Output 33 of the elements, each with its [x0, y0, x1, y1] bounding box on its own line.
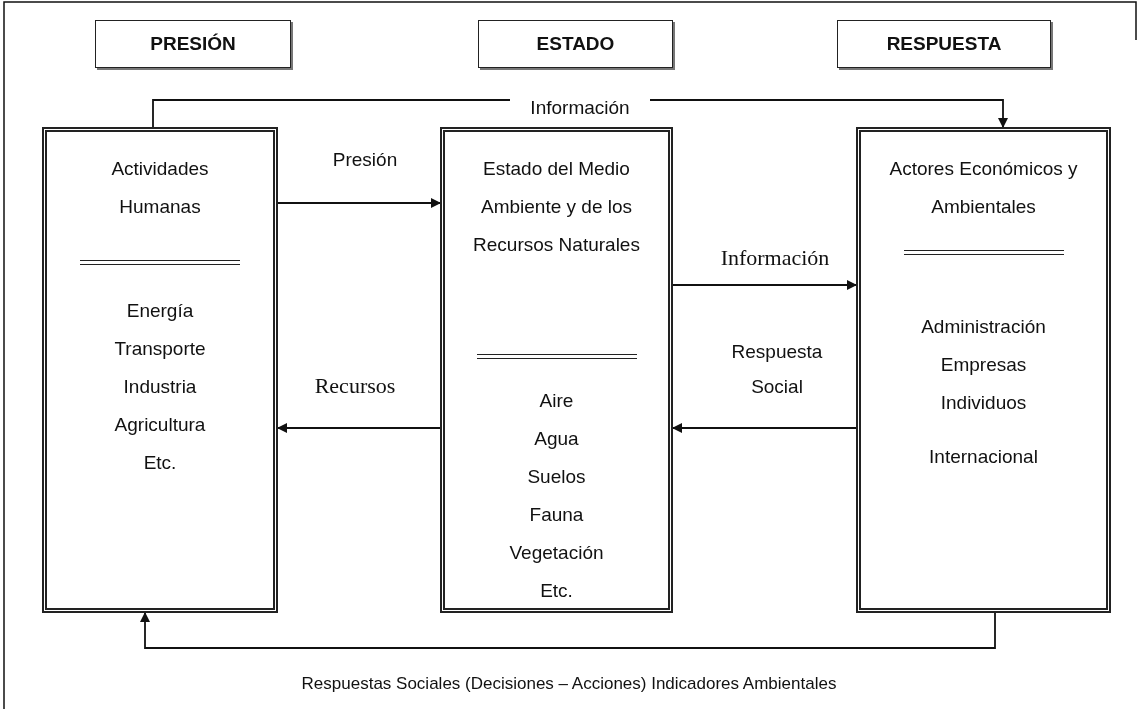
list-item: Fauna [528, 503, 585, 527]
header-box [837, 20, 1051, 68]
list-item: Agua [533, 427, 580, 451]
box-title: Actores Económicos y Ambientales [888, 157, 1079, 219]
list-item: Etc. [142, 451, 178, 475]
header-box [478, 20, 673, 68]
list-item: Internacional [928, 445, 1039, 469]
list-item: Aire [538, 389, 575, 413]
header-text: ESTADO [536, 33, 615, 55]
box-title: Actividades Humanas [110, 157, 210, 219]
caption: Respuestas Sociales (Decisiones – Acciones) Indicadores Ambientales [300, 673, 838, 695]
arrow [277, 423, 441, 433]
list-item: Energía [125, 299, 195, 323]
list-item: Vegetación [508, 541, 605, 565]
list-item: Agricultura [113, 413, 207, 437]
concept-box [856, 127, 1111, 613]
list-item: Etc. [539, 579, 574, 603]
arrow [140, 612, 996, 649]
box-title: Estado del Medio Ambiente y de los Recursos Naturales [472, 157, 641, 257]
list-item: Industria [122, 375, 198, 399]
header-text: RESPUESTA [886, 33, 1002, 55]
list-item: Empresas [939, 353, 1028, 377]
arrow [672, 423, 857, 433]
concept-box [42, 127, 278, 613]
header-box [95, 20, 291, 68]
list-item: Suelos [526, 465, 587, 489]
list-item: Administración [920, 315, 1047, 339]
list-item: Individuos [939, 391, 1028, 415]
header-text: PRESIÓN [150, 33, 236, 55]
arrow [277, 198, 441, 208]
arrow [672, 280, 857, 290]
list-item: Transporte [113, 337, 207, 361]
concept-box [440, 127, 673, 613]
